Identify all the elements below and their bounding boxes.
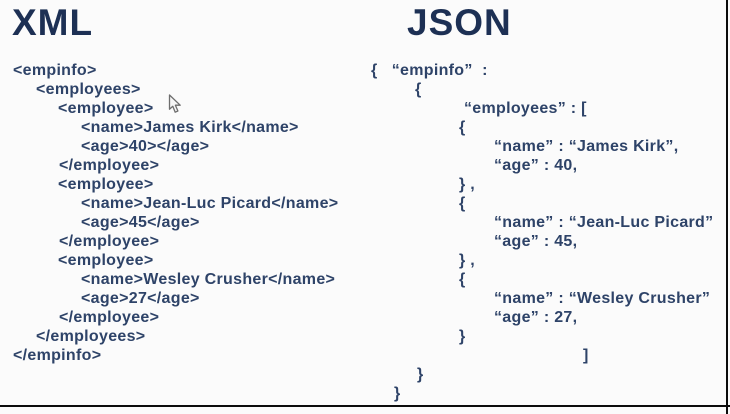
code-line: <employee> bbox=[58, 252, 154, 269]
code-line: ] bbox=[583, 347, 589, 364]
code-line: </employee> bbox=[59, 233, 160, 250]
code-line: } bbox=[417, 366, 424, 383]
bottom-border-line bbox=[0, 405, 730, 407]
code-line: { bbox=[459, 195, 466, 212]
code-line: <age>40></age> bbox=[81, 138, 210, 155]
code-line: “name” : “Wesley Crusher” bbox=[494, 290, 711, 307]
xml-heading: XML bbox=[12, 2, 94, 43]
code-line: } bbox=[459, 328, 466, 345]
code-line: “age” : 40, bbox=[494, 157, 578, 174]
right-border-line bbox=[726, 0, 728, 414]
code-line: } , bbox=[459, 176, 476, 193]
code-line: <empinfo> bbox=[13, 62, 97, 79]
code-line: </employee> bbox=[59, 309, 160, 326]
code-line: <name>Jean-Luc Picard</name> bbox=[81, 195, 339, 212]
code-line: “name” : “James Kirk”, bbox=[494, 138, 679, 155]
code-line: </empinfo> bbox=[13, 347, 102, 364]
code-line: </employees> bbox=[36, 328, 146, 345]
code-line: <employee> bbox=[58, 100, 154, 117]
code-line: { bbox=[459, 119, 466, 136]
mouse-cursor-icon bbox=[168, 94, 181, 113]
code-line: <name>Wesley Crusher</name> bbox=[81, 271, 336, 288]
code-line: “employees” : [ bbox=[464, 100, 587, 117]
code-line: <age>27</age> bbox=[81, 290, 200, 307]
code-line: <employee> bbox=[58, 176, 154, 193]
code-line: <employees> bbox=[36, 81, 141, 98]
code-line: { “empinfo” : bbox=[371, 62, 488, 79]
code-line: “age” : 45, bbox=[494, 233, 578, 250]
code-line: { bbox=[415, 81, 422, 98]
code-line: “age” : 27, bbox=[494, 309, 578, 326]
json-heading: JSON bbox=[407, 2, 512, 43]
json-code-block: { “empinfo” : { “employees” : [ { “name” : “… bbox=[365, 61, 730, 403]
code-line: } bbox=[394, 385, 401, 402]
code-line: </employee> bbox=[59, 157, 160, 174]
code-line: } , bbox=[459, 252, 476, 269]
code-line: “name” : “Jean-Luc Picard” bbox=[494, 214, 714, 231]
code-line: { bbox=[459, 271, 466, 288]
code-line: <name>James Kirk</name> bbox=[81, 119, 299, 136]
xml-code-block: <empinfo> <employees> <employee> <name>Jame… bbox=[0, 61, 365, 365]
code-line: <age>45</age> bbox=[81, 214, 200, 231]
